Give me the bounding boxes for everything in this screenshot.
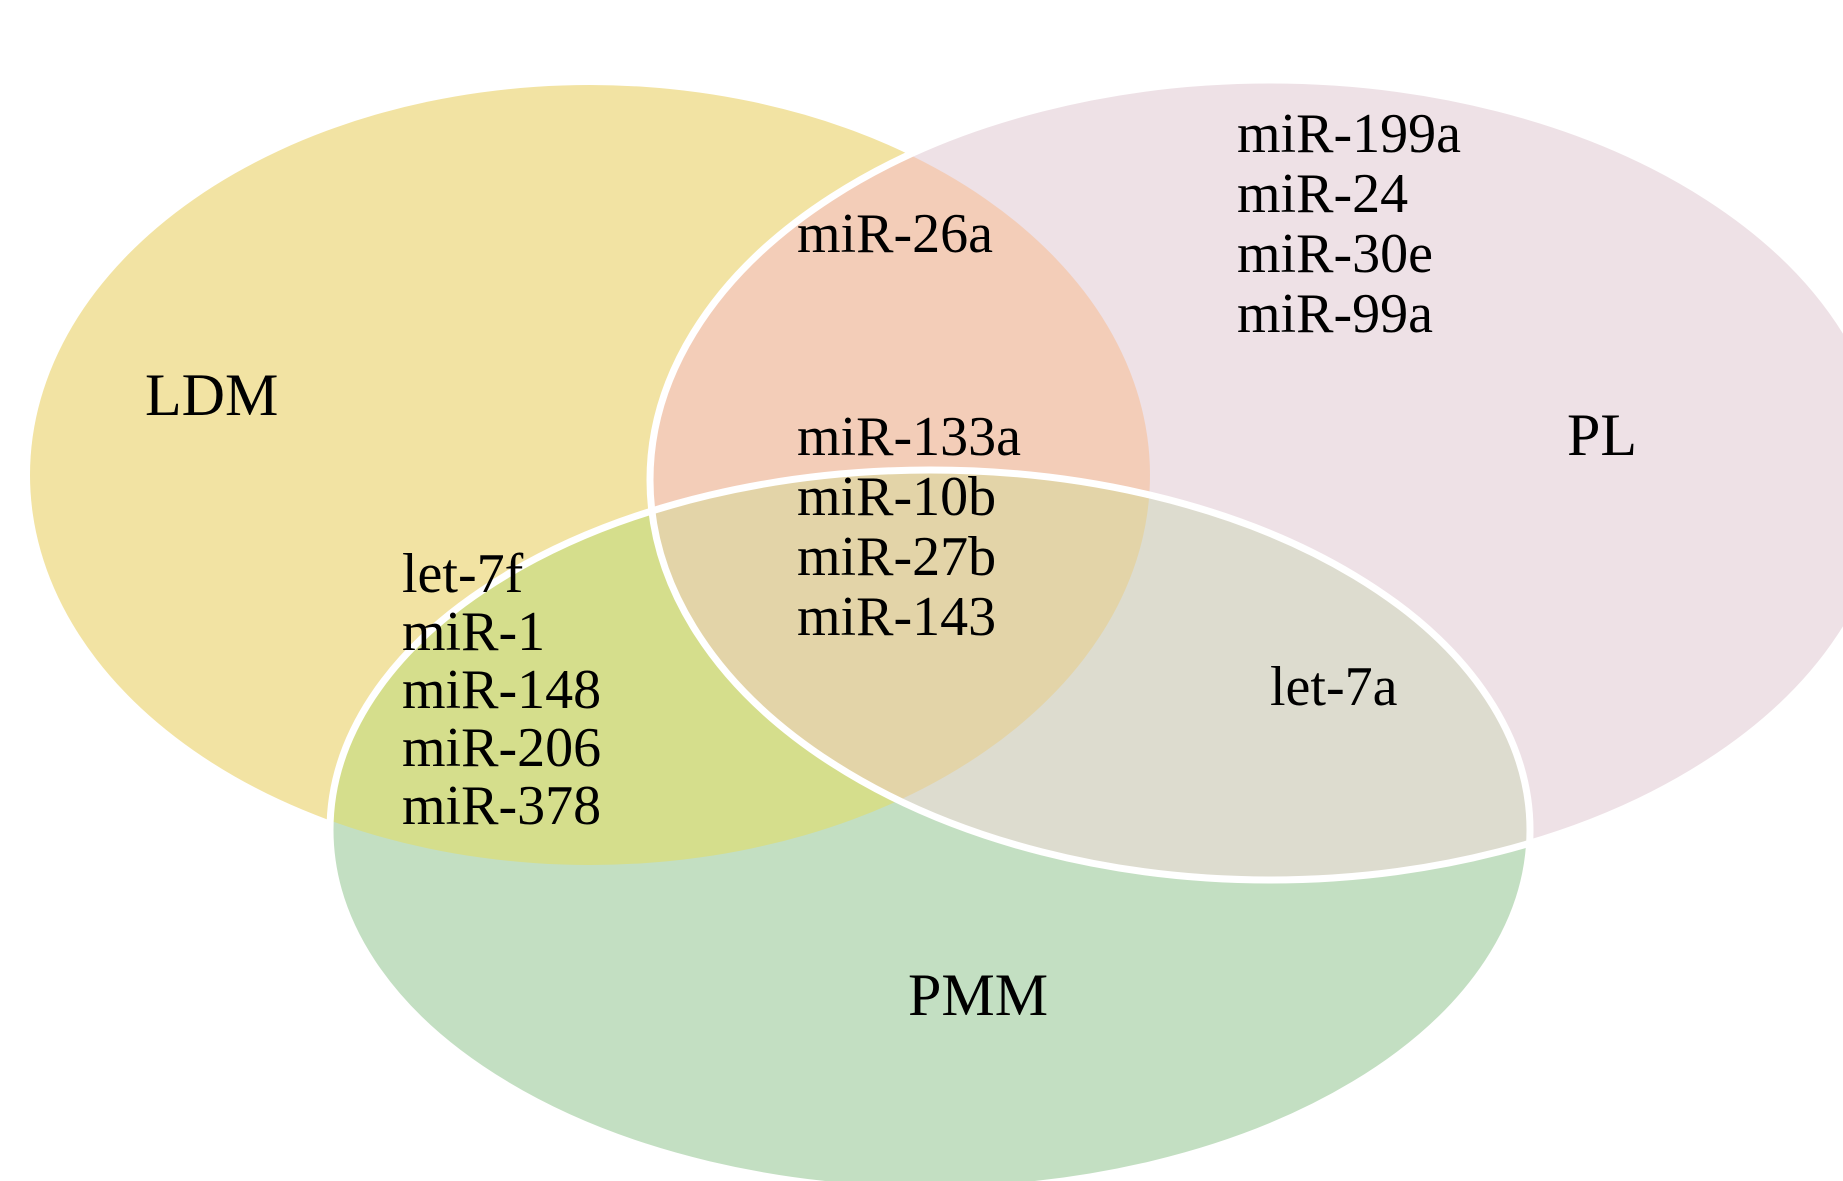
region-item: miR-1 bbox=[402, 601, 545, 663]
region-item: miR-10b bbox=[797, 466, 996, 528]
pmm-label: PMM bbox=[908, 962, 1048, 1028]
region-item: miR-148 bbox=[402, 659, 601, 721]
pl-outline bbox=[646, 76, 1843, 884]
region-item: miR-206 bbox=[402, 717, 601, 779]
region-ldm-pl-list: miR-26a bbox=[797, 203, 993, 265]
region-item: miR-143 bbox=[797, 586, 996, 648]
region-item: let-7a bbox=[1270, 656, 1398, 718]
region-pl-pmm-list: let-7a bbox=[1270, 656, 1398, 718]
region-item: miR-133a bbox=[797, 406, 1021, 468]
region-item: miR-378 bbox=[402, 775, 601, 837]
pmm-outline bbox=[326, 466, 1534, 1181]
pl-label: PL bbox=[1567, 402, 1637, 468]
region-item: miR-24 bbox=[1237, 163, 1408, 225]
region-item: miR-99a bbox=[1237, 283, 1433, 345]
region-item: miR-199a bbox=[1237, 103, 1461, 165]
ldm-label: LDM bbox=[145, 362, 278, 428]
region-item: miR-30e bbox=[1237, 223, 1433, 285]
region-item: miR-27b bbox=[797, 526, 996, 588]
region-item: let-7f bbox=[402, 543, 524, 605]
region-item: miR-26a bbox=[797, 203, 993, 265]
